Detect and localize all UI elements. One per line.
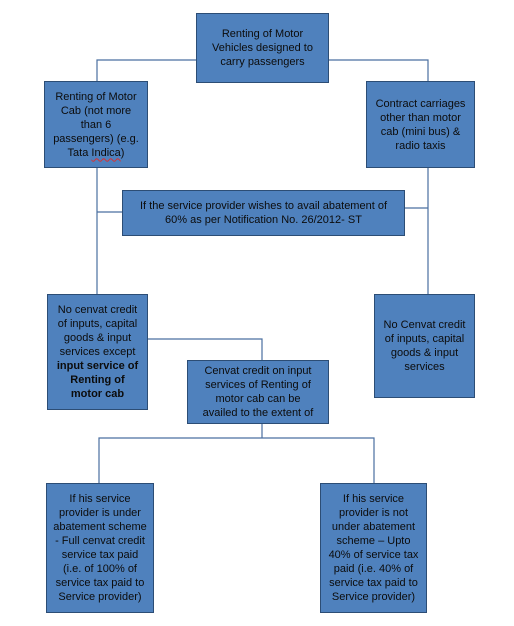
not-under-abatement-line-7: service tax paid to: [329, 577, 418, 589]
no-cenvat-left-line-2: of inputs, capital: [57, 318, 138, 330]
top-line-1: Renting of Motor: [221, 28, 304, 40]
motor-cab-line-5: Tata Indica): [68, 146, 125, 160]
under-abatement-line-2: provider is under: [59, 507, 141, 519]
motor-cab-line-1: Renting of Motor: [55, 90, 137, 103]
renting-motor-cab-box: Renting of Motor Cab (not more than 6 pa…: [44, 81, 148, 168]
abatement-condition-box: If the service provider wishes to avail …: [122, 190, 405, 236]
under-abatement-line-4: - Full cenvat credit: [55, 535, 145, 547]
under-abatement-line-1: If his service: [69, 493, 131, 505]
no-cenvat-right-line-3: goods & input: [390, 347, 459, 359]
contract-line-2: other than motor: [380, 111, 461, 124]
contract-carriages-box: Contract carriages other than motor cab …: [366, 81, 475, 168]
motor-cab-line-3: than 6: [80, 118, 112, 131]
connector-top-right: [329, 59, 429, 81]
renting-motor-vehicles-box: Renting of Motor Vehicles designed to ca…: [196, 13, 329, 83]
no-cenvat-credit-left-box: No cenvat credit of inputs, capital good…: [47, 294, 148, 410]
cenvat-extent-line-2: services of Renting of: [205, 379, 311, 391]
not-under-abatement-line-4: scheme – Upto: [336, 535, 411, 547]
no-cenvat-left-bold-3: motor cab: [70, 388, 125, 400]
connector-top-left: [96, 59, 196, 81]
under-abatement-scheme-box: If his service provider is under abateme…: [46, 483, 154, 613]
abatement-line-2: 60% as per Notification No. 26/2012- ST: [165, 214, 362, 226]
motor-cab-line-4: passengers) (e.g.: [53, 132, 139, 145]
cenvat-extent-line-1: Cenvat credit on input: [204, 365, 312, 377]
not-under-abatement-line-6: paid (i.e. 40% of: [333, 563, 414, 575]
abatement-line-1: If the service provider wishes to avail …: [139, 200, 387, 212]
no-cenvat-left-line-1: No cenvat credit: [57, 304, 138, 316]
no-cenvat-right-line-4: services: [404, 361, 445, 373]
contract-line-3: cab (mini bus) &: [380, 125, 461, 138]
no-cenvat-left-line-4: services except: [59, 346, 136, 358]
cenvat-extent-line-4: availed to the extent of: [202, 407, 314, 419]
motor-cab-line-2: Cab (not more: [60, 104, 132, 117]
under-abatement-line-6: (i.e. of 100% of: [63, 563, 137, 575]
not-under-abatement-line-5: 40% of service tax: [328, 549, 419, 561]
top-line-2: Vehicles designed to: [212, 42, 313, 54]
no-cenvat-credit-right-box: No Cenvat credit of inputs, capital good…: [374, 294, 475, 398]
not-under-abatement-scheme-box: If his service provider is not under aba…: [320, 483, 427, 613]
under-abatement-line-5: service tax paid: [61, 549, 139, 561]
no-cenvat-right-line-1: No Cenvat credit: [383, 319, 466, 331]
no-cenvat-right-line-2: of inputs, capital: [384, 333, 465, 345]
cenvat-extent-line-3: motor cab can be: [215, 393, 301, 405]
connector-bottom-split: [98, 437, 375, 483]
under-abatement-line-8: Service provider): [58, 591, 142, 603]
no-cenvat-left-bold-2: Renting of: [70, 374, 125, 386]
contract-line-1: Contract carriages: [375, 97, 466, 110]
not-under-abatement-line-8: Service provider): [331, 591, 416, 603]
top-line-3: carry passengers: [220, 56, 305, 68]
contract-line-4: radio taxis: [395, 139, 446, 152]
not-under-abatement-line-2: provider is not: [338, 507, 409, 519]
connector-left-to-cenvat: [148, 338, 263, 360]
cenvat-credit-extent-box: Cenvat credit on input services of Renti…: [187, 360, 329, 424]
no-cenvat-left-line-3: goods & input: [63, 332, 132, 344]
under-abatement-line-7: service tax paid to: [55, 577, 145, 589]
motor-cab-suffix: ): [120, 146, 125, 159]
motor-cab-example-word: Indica: [91, 146, 121, 159]
no-cenvat-left-bold-1: input service of: [56, 360, 139, 372]
motor-cab-prefix: Tata: [67, 146, 92, 159]
not-under-abatement-line-3: under abatement: [331, 521, 416, 533]
not-under-abatement-line-1: If his service: [342, 493, 405, 505]
under-abatement-line-3: abatement scheme: [53, 521, 147, 533]
